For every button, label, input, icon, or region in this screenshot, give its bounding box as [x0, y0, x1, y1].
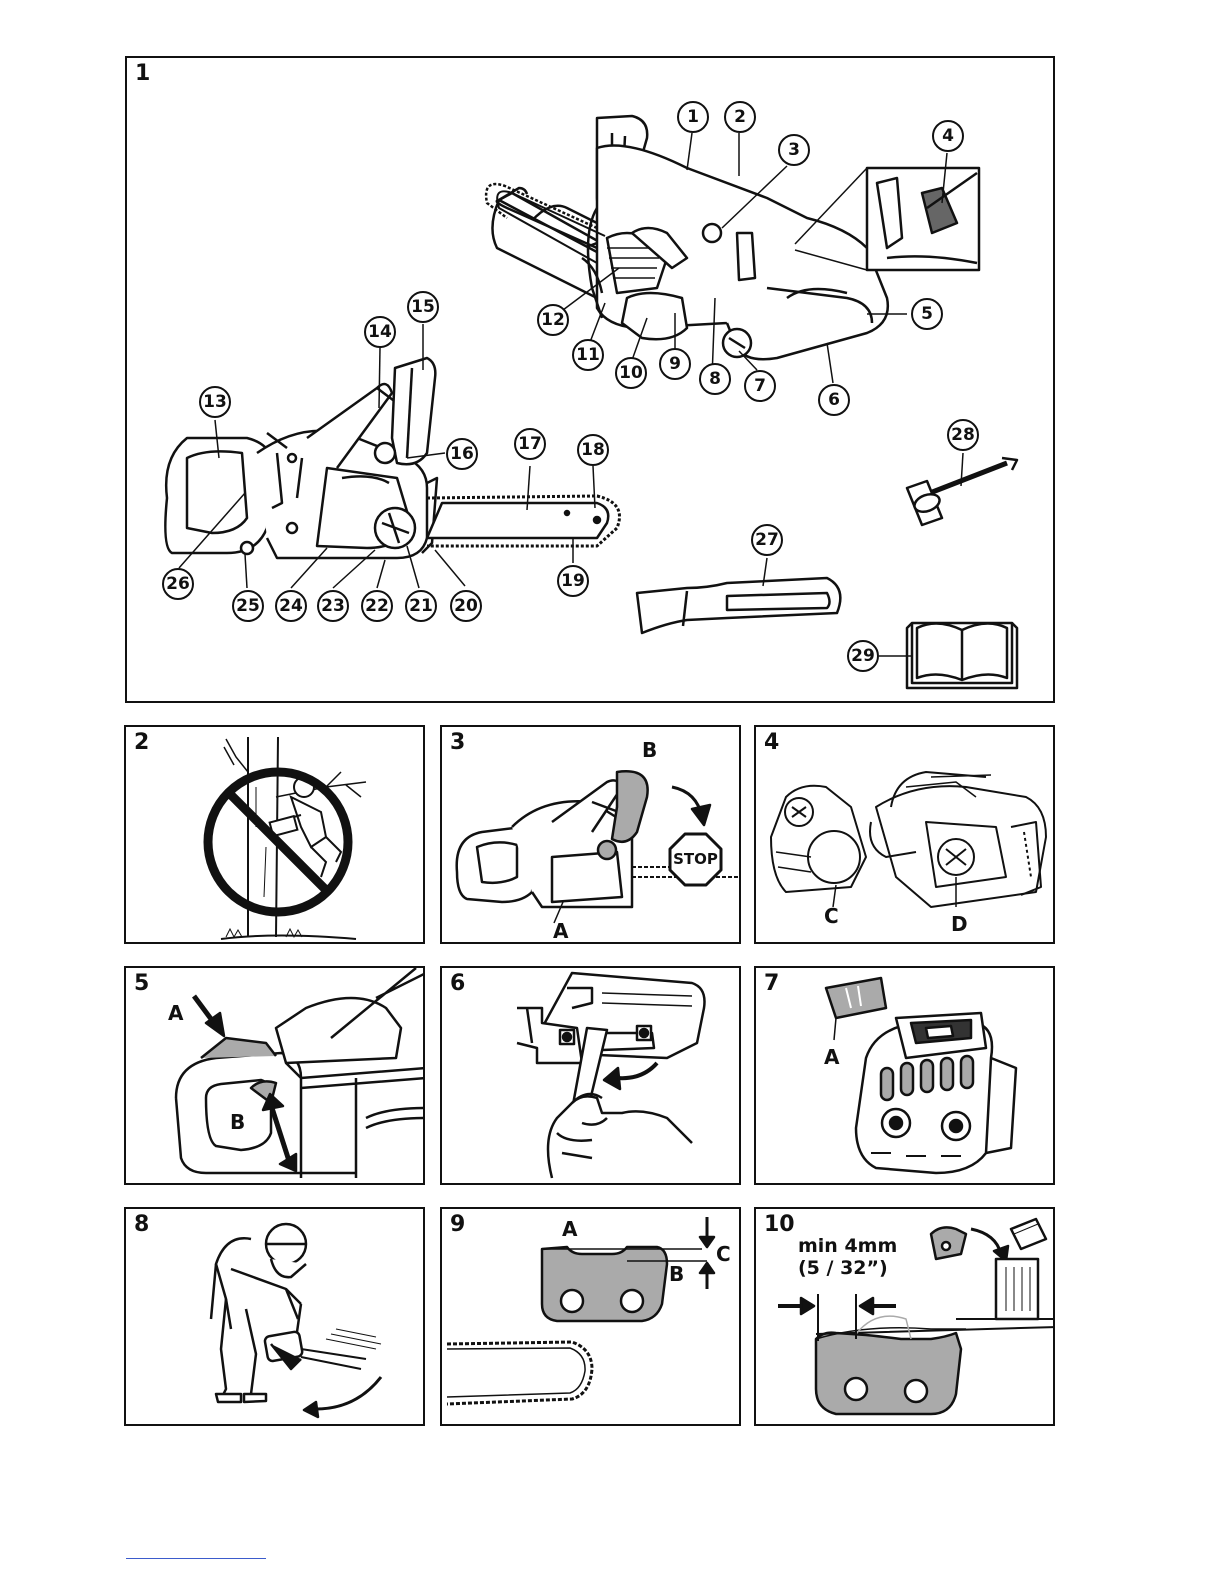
callout-18: 18	[577, 434, 609, 466]
chain-brake-illustration	[442, 727, 741, 944]
figure-1-panel: 1	[125, 56, 1055, 703]
label-b: B	[669, 1263, 684, 1285]
callout-24: 24	[275, 590, 307, 622]
callout-9: 9	[659, 348, 691, 380]
worn-cutter-discard-illustration	[756, 1209, 1055, 1426]
callout-6: 6	[818, 384, 850, 416]
figure-7-panel: 7 A	[754, 966, 1055, 1185]
callout-1: 1	[677, 101, 709, 133]
figure-10-panel: 10 min 4mm (5 / 32”)	[754, 1207, 1055, 1426]
figure-8-panel: 8	[124, 1207, 425, 1426]
callout-14: 14	[364, 316, 396, 348]
clutch-cover-illustration	[756, 727, 1055, 944]
no-climbing-tree-illustration	[126, 727, 425, 944]
label-c: C	[824, 905, 839, 927]
callout-19: 19	[557, 565, 589, 597]
figure-5-panel: 5 A B	[124, 966, 425, 1185]
label-a: A	[824, 1046, 839, 1068]
callout-11: 11	[572, 339, 604, 371]
callout-20: 20	[450, 590, 482, 622]
callout-12: 12	[537, 304, 569, 336]
label-c: C	[716, 1243, 731, 1265]
label-a: A	[562, 1218, 577, 1240]
figure-3-panel: 3 B A STOP	[440, 725, 741, 944]
figure-4-panel: 4 C D	[754, 725, 1055, 944]
callout-13: 13	[199, 386, 231, 418]
label-a: A	[168, 1002, 183, 1024]
figure-6-panel: 6	[440, 966, 741, 1185]
figure-9-panel: 9 A B C	[440, 1207, 741, 1426]
depth-gauge-illustration	[442, 1209, 741, 1426]
callout-22: 22	[361, 590, 393, 622]
callout-29: 29	[847, 640, 879, 672]
callout-3: 3	[778, 134, 810, 166]
callout-26: 26	[162, 568, 194, 600]
callout-4: 4	[932, 120, 964, 152]
callout-17: 17	[514, 428, 546, 460]
figure-2-panel: 2	[124, 725, 425, 944]
callout-15: 15	[407, 291, 439, 323]
chainsaw-parts-illustration	[127, 58, 1055, 703]
callout-23: 23	[317, 590, 349, 622]
callout-5: 5	[911, 298, 943, 330]
callout-8: 8	[699, 363, 731, 395]
label-b: B	[230, 1111, 245, 1133]
label-b: B	[642, 739, 657, 761]
callout-21: 21	[405, 590, 437, 622]
label-d: D	[951, 913, 968, 935]
callout-16: 16	[446, 438, 478, 470]
callout-28: 28	[947, 419, 979, 451]
callout-10: 10	[615, 357, 647, 389]
callout-25: 25	[232, 590, 264, 622]
callout-27: 27	[751, 524, 783, 556]
footer-rule	[126, 1558, 266, 1559]
label-a: A	[553, 920, 568, 942]
stop-sign-text: STOP	[670, 849, 721, 869]
air-filter-illustration	[756, 968, 1055, 1185]
callout-2: 2	[724, 101, 756, 133]
callout-7: 7	[744, 370, 776, 402]
kickback-stance-illustration	[126, 1209, 425, 1426]
chain-tension-adjust-illustration	[442, 968, 741, 1185]
